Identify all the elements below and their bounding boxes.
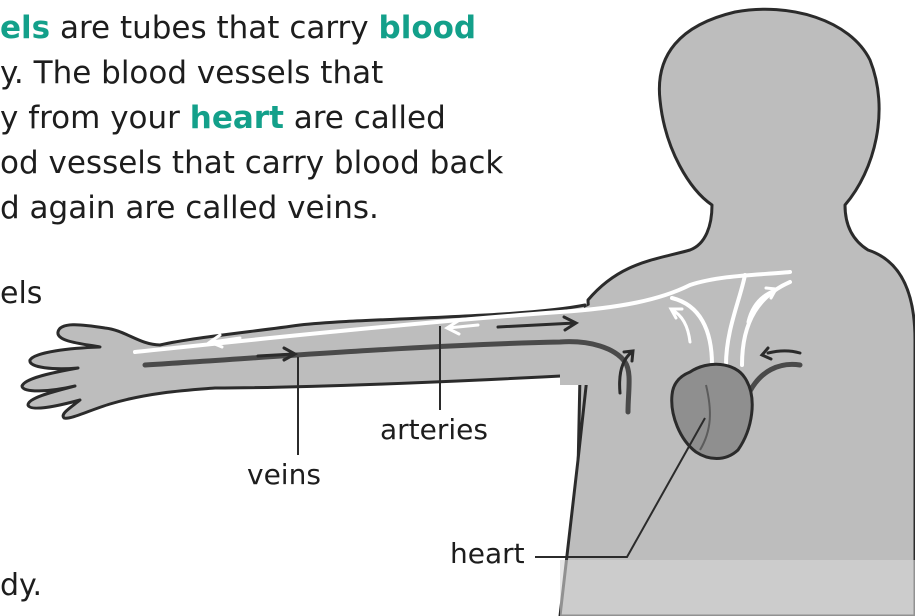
- line-3-text-b: are called: [284, 100, 446, 136]
- paragraph-line-2: y. The blood vessels that: [0, 51, 383, 95]
- line-3-text-a: y from your: [0, 100, 190, 136]
- paragraph-line-4: od vessels that carry blood back: [0, 141, 503, 185]
- paragraph-line-1: els are tubes that carry blood: [0, 6, 476, 50]
- label-arteries: arteries: [380, 413, 488, 446]
- paragraph-line-5: d again are called veins.: [0, 186, 379, 230]
- highlight-vessels: els: [0, 10, 50, 46]
- line-1-text: are tubes that carry: [50, 10, 378, 46]
- label-veins: veins: [247, 458, 321, 491]
- torso-silhouette: [560, 9, 915, 616]
- highlight-heart: heart: [190, 100, 284, 136]
- label-heart: heart: [450, 537, 525, 570]
- cut-off-text-els: els: [0, 276, 42, 311]
- paragraph-line-3: y from your heart are called: [0, 96, 446, 140]
- cut-off-text-dy: dy.: [0, 568, 42, 603]
- highlight-blood: blood: [379, 10, 477, 46]
